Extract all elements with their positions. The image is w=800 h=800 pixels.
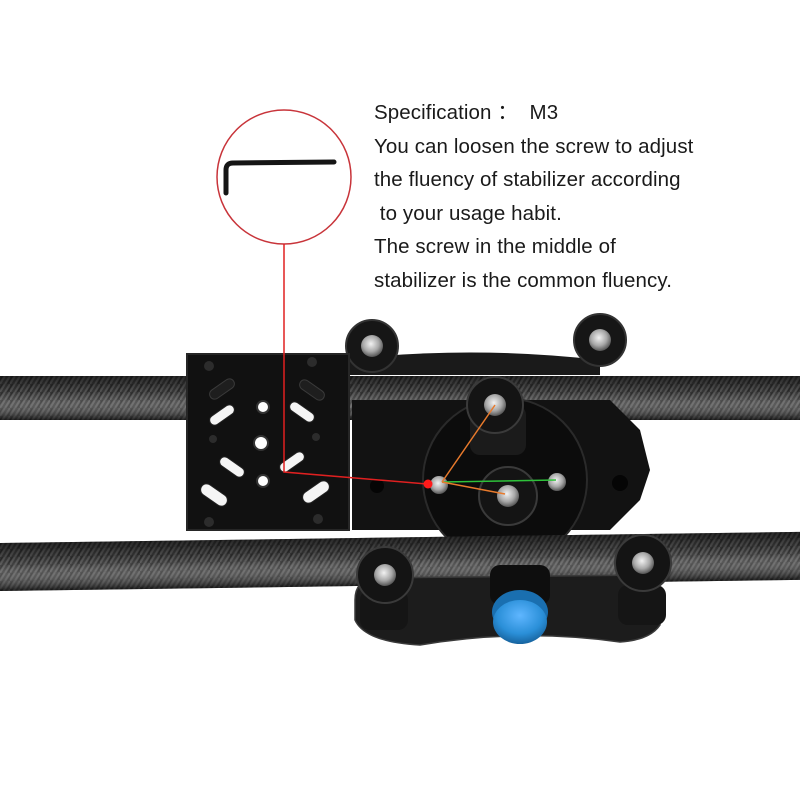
spec-line-5: The screw in the middle of [374,235,616,258]
spec-line-6: stabilizer is the common fluency. [374,268,673,292]
spec-line-3: the fluency of stabilizer according [374,168,681,191]
pivot-dot [423,479,433,489]
green-guide-line [441,479,557,483]
callout-circle [216,109,352,245]
mounting-plate [186,353,350,531]
spec-line-4: to your usage habit. [374,201,562,225]
center-upper-wheel [466,376,526,455]
hex-key-callout [216,109,428,485]
center-lower-wheel [478,466,538,526]
lock-knob [490,565,550,644]
side-screw [548,473,566,491]
bottom-left-wheel [356,546,414,630]
callout-leader-line [283,244,428,485]
pivot-screw [430,476,448,494]
specification-annotation: Specification ： M3 You can loosen the sc… [374,96,794,297]
orange-guide-line-lower [441,481,506,495]
spec-line-1: Specification ： M3 [374,101,559,124]
spec-line-2: You can loosen the screw to adjust [374,134,694,158]
top-left-wheel [345,319,399,373]
hex-key-icon [223,159,337,196]
orange-guide-line-upper [441,404,496,483]
top-right-wheel [573,313,627,367]
bottom-right-wheel [614,534,672,625]
adjustment-markers [423,404,557,495]
